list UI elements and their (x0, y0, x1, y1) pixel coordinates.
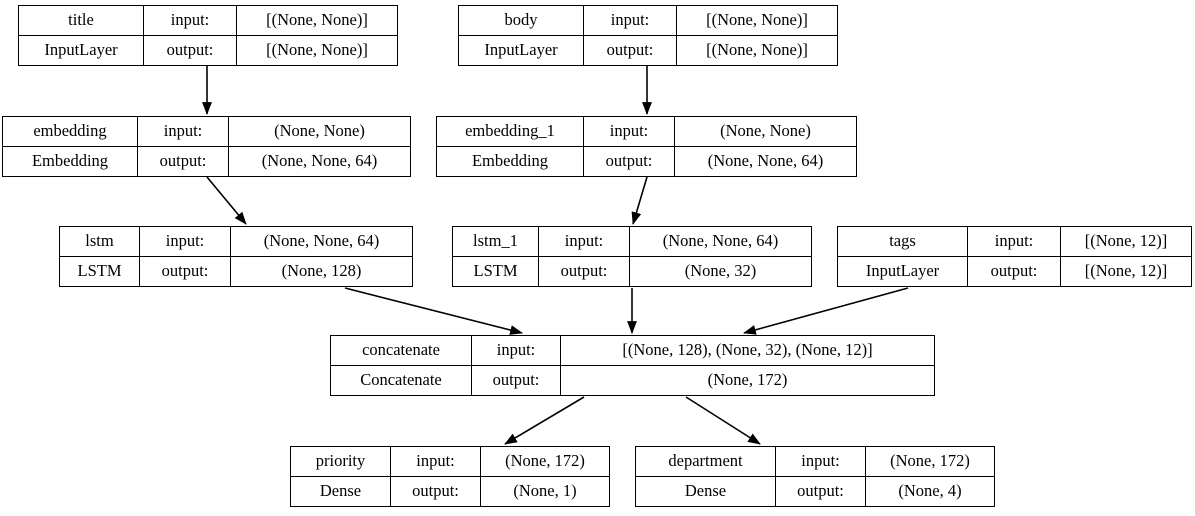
node-input-shape: (None, None, 64) (263, 231, 380, 251)
node-layer-name: concatenate (331, 336, 472, 365)
node-input-shape: (None, 172) (505, 451, 585, 471)
edge-concatenate-to-priority (504, 396, 585, 445)
node-layer-name: priority (291, 447, 391, 476)
node-input-label: input: (472, 336, 561, 365)
node-output-shape: [(None, None)] (266, 40, 368, 60)
node-output-shape: (None, 128) (281, 261, 362, 281)
node-input-shape: [(None, 12)] (1084, 231, 1168, 251)
node-output-shape: (None, 172) (707, 370, 788, 390)
node-input-shape: (None, None) (720, 121, 811, 141)
node-class-name: InputLayer (19, 36, 144, 65)
node-output-label: output: (472, 366, 561, 395)
edge-embedding-to-lstm (206, 176, 247, 225)
node-layer-name: lstm (60, 227, 140, 256)
node-input-label: input: (584, 117, 675, 146)
edge-lstm-to-concatenate (344, 287, 523, 335)
node-layer-name: embedding (3, 117, 138, 146)
node-layer-name: department (636, 447, 776, 476)
node-output-shape: (None, 4) (898, 481, 962, 501)
node-class-name: InputLayer (838, 257, 968, 286)
node-class-name: LSTM (60, 257, 140, 286)
node-layer-name: title (19, 6, 144, 35)
edge-embedding_1-to-lstm_1 (631, 176, 648, 225)
node-output-label: output: (144, 36, 237, 65)
node-input-label: input: (584, 6, 677, 35)
node-layer-name: embedding_1 (437, 117, 584, 146)
node-output-label: output: (539, 257, 630, 286)
node-class-name: InputLayer (459, 36, 584, 65)
edge-concatenate-to-department (685, 396, 761, 445)
node-layer-name: tags (838, 227, 968, 256)
node-output-label: output: (968, 257, 1061, 286)
node-output-label: output: (140, 257, 231, 286)
node-input-shape: (None, None) (274, 121, 365, 141)
node-output-label: output: (138, 147, 229, 176)
edge-tags-to-concatenate (743, 287, 909, 335)
node-output-label: output: (391, 477, 481, 506)
node-class-name: Concatenate (331, 366, 472, 395)
node-output-label: output: (776, 477, 866, 506)
node-output-shape: (None, 32) (684, 261, 757, 281)
node-output-shape: [(None, None)] (706, 40, 808, 60)
node-output-label: output: (584, 36, 677, 65)
node-output-shape: [(None, 12)] (1084, 261, 1168, 281)
node-input-label: input: (391, 447, 481, 476)
node-class-name: Embedding (3, 147, 138, 176)
node-class-name: Dense (636, 477, 776, 506)
node-input-label: input: (140, 227, 231, 256)
node-input-label: input: (144, 6, 237, 35)
node-input-label: input: (539, 227, 630, 256)
node-input-label: input: (138, 117, 229, 146)
node-input-label: input: (968, 227, 1061, 256)
node-output-label: output: (584, 147, 675, 176)
node-output-shape: (None, 1) (513, 481, 577, 501)
node-layer-name: lstm_1 (453, 227, 539, 256)
node-input-shape: [(None, None)] (706, 10, 808, 30)
node-class-name: Dense (291, 477, 391, 506)
node-input-label: input: (776, 447, 866, 476)
node-input-shape: (None, None, 64) (662, 231, 779, 251)
node-input-shape: (None, 172) (890, 451, 970, 471)
node-class-name: Embedding (437, 147, 584, 176)
node-layer-name: body (459, 6, 584, 35)
node-input-shape: [(None, None)] (266, 10, 368, 30)
node-class-name: LSTM (453, 257, 539, 286)
node-input-shape: [(None, 128), (None, 32), (None, 12)] (622, 340, 873, 360)
node-output-shape: (None, None, 64) (261, 151, 378, 171)
node-output-shape: (None, None, 64) (707, 151, 824, 171)
